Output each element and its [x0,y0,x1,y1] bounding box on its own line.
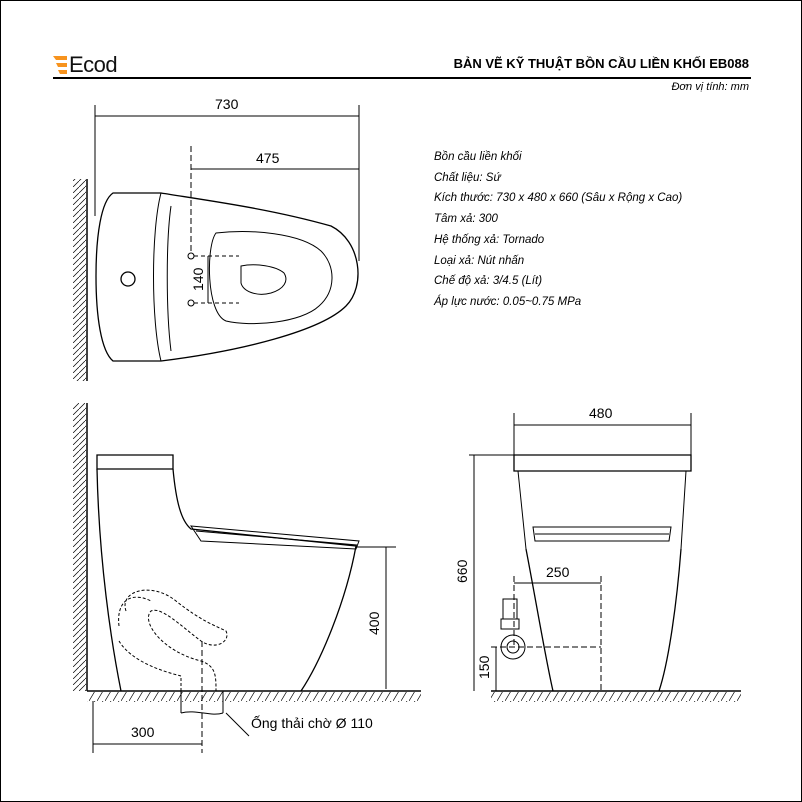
spec-item: Chất liệu: Sứ [434,171,501,184]
dim-front-width: 480 [589,405,613,421]
dim-front-height: 660 [454,559,470,583]
spec-list: Bồn cầu liền khối Chất liệu: Sứ Kích thư… [434,147,682,313]
dim-side-seat-height: 400 [366,611,382,635]
outlet-pipe-label: Ống thải chờ Ø 110 [251,714,373,731]
logo-text: Ecod [69,52,118,77]
spec-item: Hệ thống xả: Tornado [434,233,545,246]
spec-item: Kích thước: 730 x 480 x 660 (Sâu x Rộng … [434,192,683,205]
spec-item: Áp lực nước: 0.05~0.75 MPa [434,295,582,308]
spec-item: Chế độ xả: 3/4.5 (Lít) [434,275,543,288]
unit-label: Đơn vị tính: mm [671,81,749,93]
dim-top-seat: 475 [256,150,280,166]
dim-front-inlet-height: 150 [476,655,492,679]
ecod-logo: Ecod [53,52,118,78]
top-view [73,105,360,381]
spec-item: Bồn cầu liền khối [434,151,522,163]
page-title: BẢN VẼ KỸ THUẬT BỒN CẦU LIỀN KHỐI EB088 [453,56,749,71]
spec-item: Loại xả: Nút nhấn [434,254,525,267]
dim-side-outlet-center: 300 [131,724,155,740]
side-view [73,403,421,753]
dim-top-depth: 730 [215,96,239,112]
header-divider [53,77,751,79]
dim-front-inlet-offset: 250 [546,564,570,580]
dim-top-hole-spacing: 140 [190,267,206,291]
front-view [469,413,741,702]
logo-wing-icon [53,56,67,74]
spec-item: Tâm xả: 300 [434,213,498,226]
